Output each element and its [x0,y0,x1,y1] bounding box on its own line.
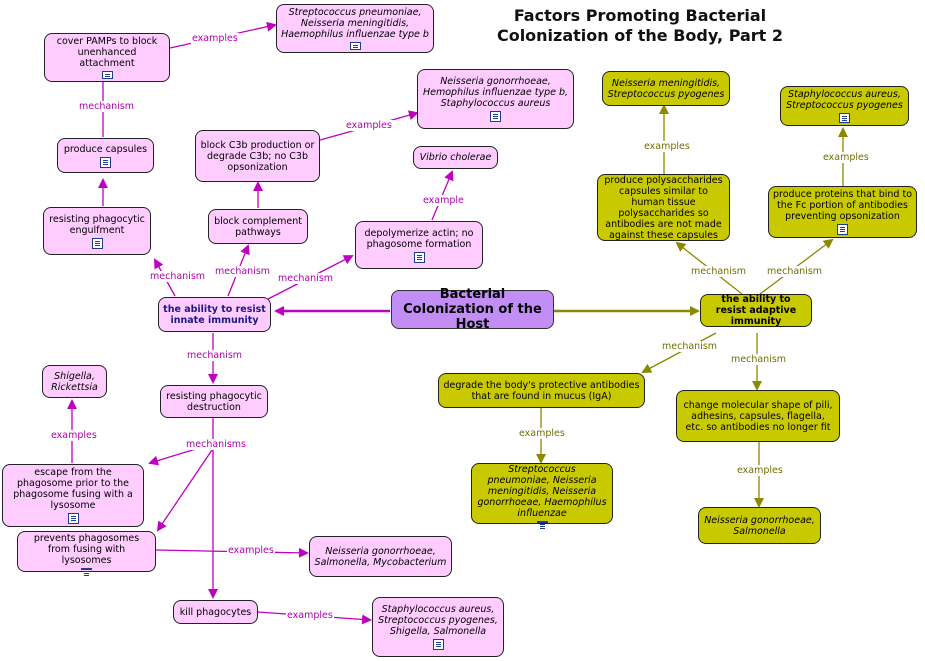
resource-icon[interactable] [100,156,111,168]
link-label-mechanism: mechanism [661,341,719,352]
link-label-examples: examples [736,465,784,476]
node-degrade-iga[interactable]: degrade the body's protective antibodies… [438,373,645,408]
link-label-examples: examples [227,545,275,556]
resource-icon[interactable] [81,568,92,572]
node-label: prevents phagosomes from fusing with lys… [33,533,140,566]
resource-icon[interactable] [490,111,501,122]
resource-icon[interactable] [91,237,103,249]
node-kill-phago[interactable]: kill phagocytes [173,600,258,624]
link-label-examples: examples [286,610,334,621]
node-label: Streptococcus pneumoniae, Neisseria meni… [477,464,607,519]
link-label-mechanism: mechanism [766,266,824,277]
node-resist-engulf[interactable]: resisting phagocytic engulfment [43,207,151,255]
node-block-complement[interactable]: block complement pathways [208,209,308,244]
node-label: resisting phagocytic engulfment [49,213,145,236]
node-label: depolymerize actin; no phagosome formati… [364,227,474,250]
node-label: Streptococcus pneumoniae, Neisseria meni… [281,7,429,40]
link-label-examples: examples [191,33,239,44]
node-change-shape[interactable]: change molecular shape of pili, adhesins… [676,390,840,442]
node-block-c3b[interactable]: block C3b production or degrade C3b; no … [195,130,320,182]
link-label-examples: examples [50,430,98,441]
node-label: Staphylococcus aureus, Streptococcus pyo… [786,89,903,111]
link-label-examples: examples [518,428,566,439]
node-innate[interactable]: the ability to resist innate immunity [158,297,271,332]
link-label-mechanism: mechanism [186,350,244,361]
resource-icon[interactable] [67,513,79,524]
node-label: the ability to resist adaptive immunity [715,294,797,327]
node-resist-destruction[interactable]: resisting phagocytic destruction [160,385,268,418]
node-label: Neisseria gonorrhoeae, Salmonella [704,514,815,537]
node-staph-strep-shig[interactable]: Staphylococcus aureus, Streptococcus pyo… [372,597,504,657]
node-label: Staphylococcus aureus, Streptococcus pyo… [378,604,498,637]
node-shigella-rick[interactable]: Shigella, Rickettsia [42,365,107,398]
node-depolymerize[interactable]: depolymerize actin; no phagosome formati… [355,221,483,269]
resource-icon[interactable] [837,224,848,235]
node-label: produce proteins that bind to the Fc por… [773,189,913,222]
node-label: Neisseria gonorrhoeae, Salmonella, Mycob… [314,545,447,568]
node-label: Neisseria meningitidis, Streptococcus py… [607,77,725,100]
node-strep-neis-haem[interactable]: Streptococcus pneumoniae, Neisseria meni… [276,4,434,53]
node-neis-gon-hemo[interactable]: Neisseria gonorrhoeae, Hemophilus influe… [417,69,574,129]
node-label: the ability to resist innate immunity [163,303,266,326]
resource-icon[interactable] [413,251,425,263]
link-label-example: example [422,195,465,206]
resource-icon[interactable] [101,71,113,79]
node-strep-neis-list[interactable]: Streptococcus pneumoniae, Neisseria meni… [471,463,613,525]
link-label-mechanism: mechanism [149,271,207,282]
link-label-mechanism: mechanism [690,266,748,277]
node-produce-proteins[interactable]: produce proteins that bind to the Fc por… [768,186,917,238]
link-adaptive-degrade [641,332,717,373]
page-title: Factors Promoting Bacterial Colonization… [496,6,784,45]
node-prevent-fuse[interactable]: prevents phagosomes from fusing with lys… [17,531,156,572]
link-label-mechanism: mechanism [730,354,788,365]
link-label-mechanism: mechanism [78,101,136,112]
link-label-mechanism: mechanism [277,273,335,284]
node-label: produce capsules [63,143,148,155]
link-label-examples: examples [345,120,393,131]
node-label: escape from the phagosome prior to the p… [13,467,133,511]
node-adaptive[interactable]: the ability to resist adaptive immunity [700,294,812,327]
resource-icon[interactable] [349,42,361,50]
node-label: degrade the body's protective antibodies… [443,379,640,402]
node-staph-strep-pyo[interactable]: Staphylococcus aureus, Streptococcus pyo… [780,86,909,126]
node-neis-salm[interactable]: Neisseria gonorrhoeae, Salmonella [698,507,821,544]
node-label: Shigella, Rickettsia [51,370,98,393]
node-escape-phago[interactable]: escape from the phagosome prior to the p… [2,464,144,527]
node-label: produce polysaccharides capsules similar… [604,174,723,241]
node-label: block C3b production or degrade C3b; no … [200,139,315,173]
resource-icon[interactable] [432,639,444,650]
node-label: resisting phagocytic destruction [166,390,262,413]
node-vibrio[interactable]: Vibrio cholerae [413,146,498,169]
node-label: kill phagocytes [179,606,252,618]
node-label: Bacterial Colonization of the Host [403,287,542,332]
link-label-examples: examples [643,141,691,152]
node-label: block complement pathways [214,215,302,238]
node-label: cover PAMPs to block unenhanced attachme… [56,36,158,69]
node-cover-pamps[interactable]: cover PAMPs to block unenhanced attachme… [44,33,170,82]
link-label-examples: examples [822,152,870,163]
node-produce-poly[interactable]: produce polysaccharides capsules similar… [597,174,730,241]
node-central[interactable]: Bacterial Colonization of the Host [391,287,554,332]
node-label: change molecular shape of pili, adhesins… [683,399,833,433]
node-label: Vibrio cholerae [419,152,492,163]
node-neis-men-strep[interactable]: Neisseria meningitidis, Streptococcus py… [602,71,730,106]
link-label-mechanisms: mechanisms [185,439,247,450]
resource-icon[interactable] [839,113,850,123]
link-destruction-prevents [156,449,213,532]
node-label: Neisseria gonorrhoeae, Hemophilus influe… [422,76,569,109]
resource-icon[interactable] [536,521,548,525]
node-neis-salm-myco[interactable]: Neisseria gonorrhoeae, Salmonella, Mycob… [309,536,452,577]
node-produce-capsules[interactable]: produce capsules [57,138,154,173]
link-label-mechanism: mechanism [214,266,272,277]
